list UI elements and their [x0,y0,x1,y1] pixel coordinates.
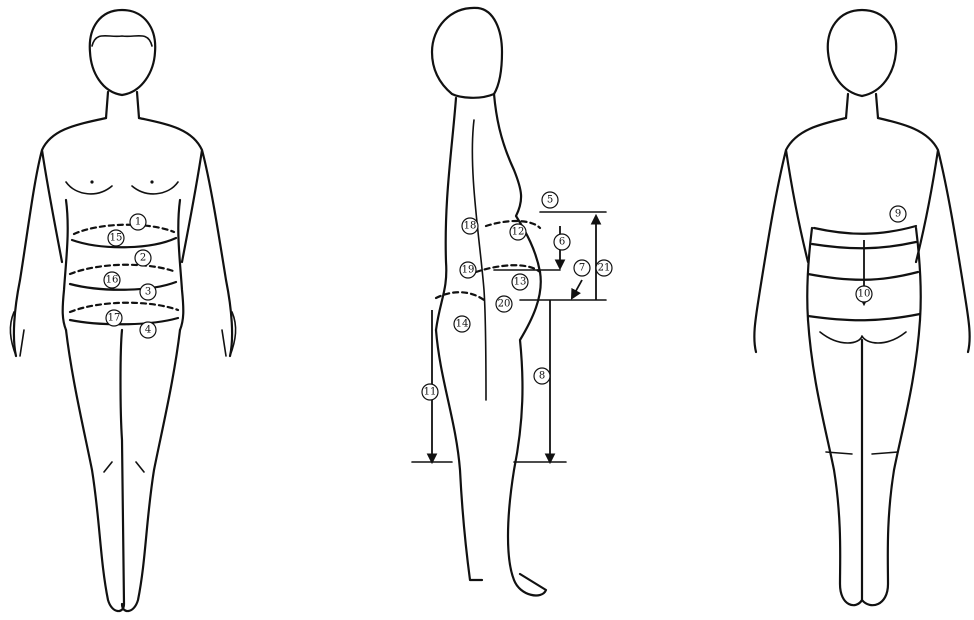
svg-text:4: 4 [145,325,151,336]
svg-text:17: 17 [108,313,121,324]
front-band-2 [70,282,176,290]
svg-text:14: 14 [456,319,469,330]
svg-text:21: 21 [598,263,611,274]
side-arrow-7 [572,280,582,298]
svg-text:19: 19 [462,265,475,276]
svg-text:10: 10 [858,289,871,300]
marker-3: 3 [140,284,156,300]
marker-2: 2 [135,250,151,266]
svg-text:5: 5 [547,195,553,206]
svg-text:7: 7 [579,263,585,274]
svg-text:11: 11 [424,387,437,398]
front-band-1-dash [74,225,174,234]
marker-7: 7 [574,260,590,276]
svg-text:15: 15 [110,233,123,244]
svg-text:2: 2 [140,253,146,264]
front-hair [92,36,152,46]
svg-text:6: 6 [559,237,565,248]
marker-4: 4 [140,322,156,338]
side-belly-dash-2 [476,265,540,272]
front-view-figure [10,10,235,611]
svg-text:8: 8 [539,371,545,382]
marker-10: 10 [856,286,872,302]
front-right-side [139,118,232,356]
front-chest [66,182,178,194]
back-left-side [754,118,846,352]
svg-text:12: 12 [512,227,525,238]
marker-14: 14 [454,316,470,332]
marker-11: 11 [422,384,438,400]
svg-text:16: 16 [106,275,119,286]
marker-9: 9 [890,206,906,222]
back-legs [808,320,920,605]
front-band-2-dash [70,265,176,274]
svg-text:18: 18 [464,221,477,232]
marker-13: 13 [512,274,528,290]
marker-16: 16 [104,272,120,288]
back-right-side [878,118,970,352]
marker-15: 15 [108,230,124,246]
front-band-3-dash [70,303,178,312]
marker-19: 19 [460,262,476,278]
back-head [828,10,896,96]
back-neck [846,94,878,118]
marker-1: 1 [130,214,146,230]
svg-text:20: 20 [498,299,511,310]
marker-8: 8 [534,368,550,384]
front-band-3 [70,318,178,324]
front-left-side [14,118,106,356]
svg-text:3: 3 [145,287,151,298]
side-arm [472,120,486,400]
marker-17: 17 [106,310,122,326]
marker-21: 21 [596,260,612,276]
front-right-hand [222,312,236,356]
svg-text:9: 9 [895,209,901,220]
front-head [90,10,155,95]
marker-20: 20 [496,296,512,312]
front-legs [66,330,180,611]
front-left-hand [10,312,24,356]
front-knees [104,462,144,472]
marker-6: 6 [554,234,570,250]
side-back-legs [436,330,482,580]
svg-text:13: 13 [514,277,527,288]
marker-5: 5 [542,192,558,208]
marker-18: 18 [462,218,478,234]
svg-text:1: 1 [135,217,141,228]
side-head [432,8,502,98]
marker-12: 12 [510,224,526,240]
back-view-figure [754,10,969,605]
side-front [494,94,546,595]
